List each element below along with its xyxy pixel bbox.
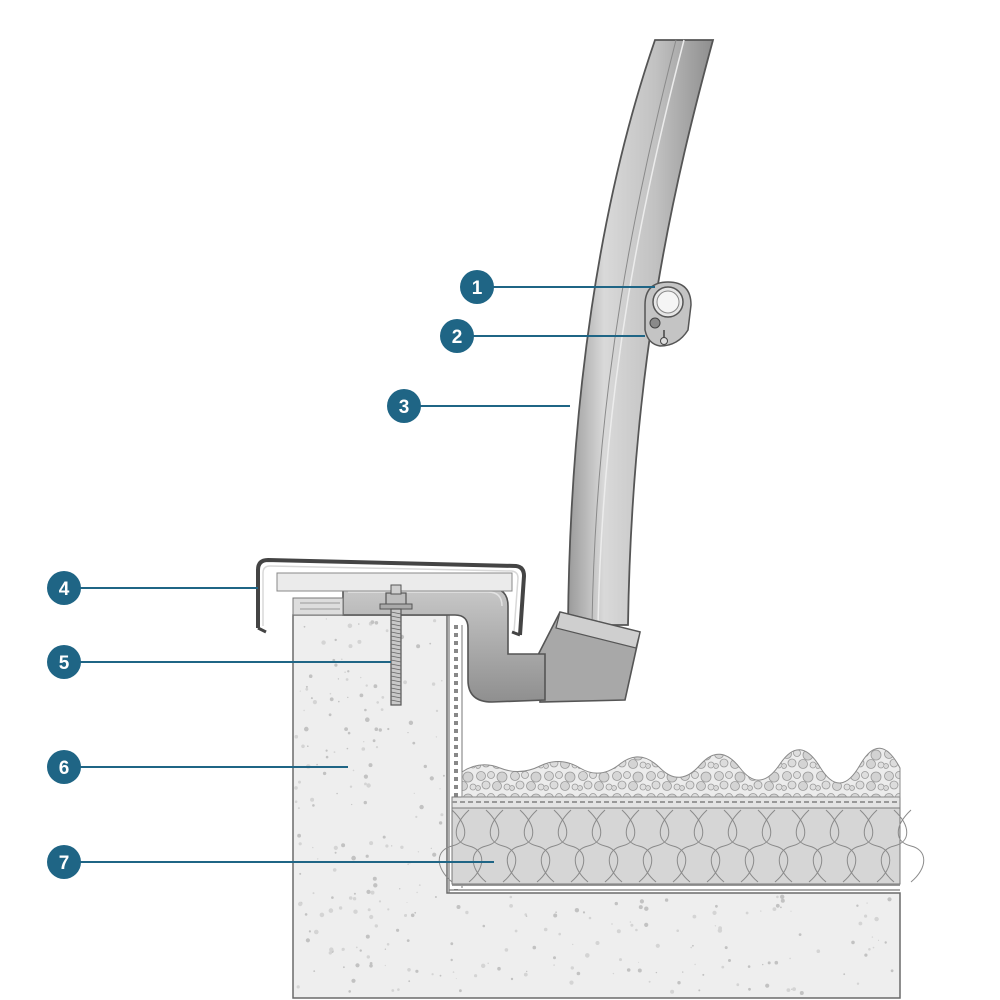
svg-text:3: 3 — [399, 397, 410, 418]
callout-5: 5 — [47, 645, 81, 679]
post-foot — [537, 611, 641, 703]
insulation-pattern — [438, 809, 925, 883]
callouts: 1 2 3 4 5 6 7 — [47, 270, 655, 879]
svg-text:6: 6 — [59, 758, 70, 779]
insulation-layer — [438, 807, 925, 885]
callout-1: 1 — [460, 270, 494, 304]
anchor-bolt — [379, 584, 413, 706]
callout-3: 3 — [387, 389, 421, 423]
svg-text:7: 7 — [59, 853, 70, 874]
rail-connector — [644, 281, 692, 347]
gravel-layer — [461, 747, 901, 798]
svg-text:2: 2 — [452, 327, 463, 348]
mounting-bracket — [342, 587, 546, 703]
callout-2: 2 — [440, 319, 474, 353]
drainage-layer — [451, 796, 901, 809]
rail-connector-bolt — [649, 317, 661, 329]
bolt-thread — [390, 611, 402, 703]
svg-text:1: 1 — [472, 278, 483, 299]
callout-4: 4 — [47, 571, 81, 605]
svg-text:5: 5 — [59, 653, 70, 674]
concrete-texture — [294, 616, 894, 995]
svg-text:4: 4 — [59, 579, 70, 600]
curved-post — [567, 39, 715, 626]
callout-7: 7 — [47, 845, 81, 879]
coping-cover — [256, 558, 526, 637]
callout-6: 6 — [47, 750, 81, 784]
